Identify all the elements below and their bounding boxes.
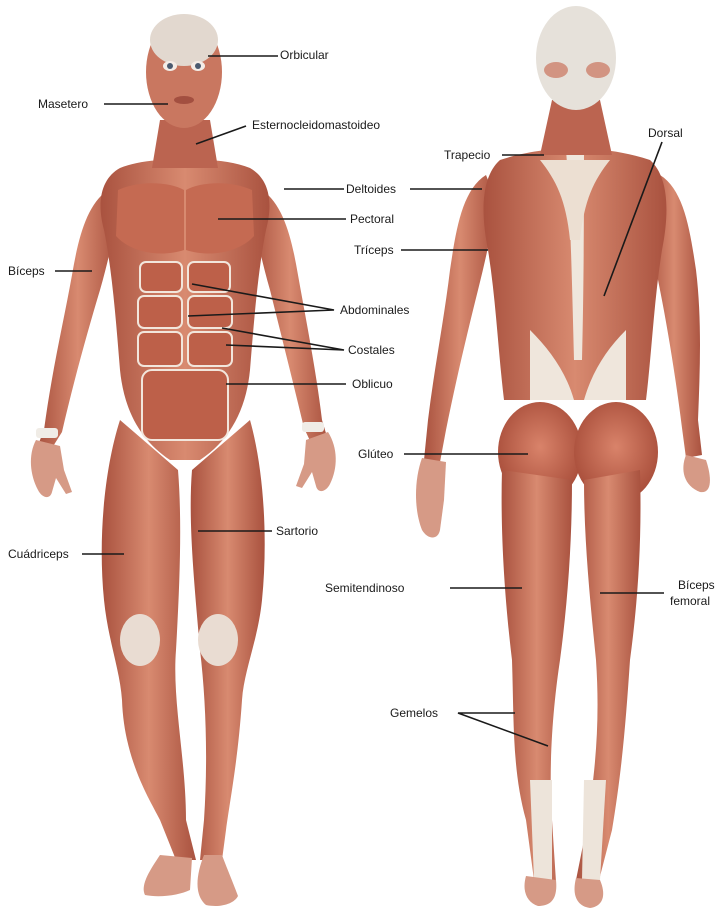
- label-dorsal: Dorsal: [648, 126, 683, 140]
- front-right-foot: [198, 855, 239, 906]
- back-head-muscle-left: [544, 62, 568, 78]
- front-mouth: [174, 96, 194, 104]
- back-left-foot: [525, 876, 557, 906]
- label-pectoral: Pectoral: [350, 212, 394, 226]
- label-costales: Costales: [348, 343, 395, 357]
- front-skull-cap: [150, 14, 218, 66]
- label-deltoides: Deltoides: [346, 182, 396, 196]
- label-biceps-femoral-line2: femoral: [670, 594, 710, 608]
- back-head: [536, 6, 616, 110]
- label-semitendinoso: Semitendinoso: [325, 581, 404, 595]
- front-right-hand: [296, 432, 336, 491]
- back-right-hand: [683, 455, 710, 492]
- back-right-foot: [575, 878, 604, 908]
- front-left-knee: [120, 614, 160, 666]
- back-head-muscle-right: [586, 62, 610, 78]
- label-gluteo: Glúteo: [358, 447, 393, 461]
- label-sartorio: Sartorio: [276, 524, 318, 538]
- label-orbicular: Orbicular: [280, 48, 329, 62]
- back-figure: [416, 6, 710, 908]
- label-oblicuo: Oblicuo: [352, 377, 393, 391]
- front-right-wrist: [302, 422, 324, 432]
- label-esternocleidomastoideo: Esternocleidomastoideo: [252, 118, 380, 132]
- front-left-foot: [144, 855, 192, 896]
- label-abdominales: Abdominales: [340, 303, 409, 317]
- front-right-knee: [198, 614, 238, 666]
- front-left-wrist: [36, 428, 58, 438]
- label-trapecio: Trapecio: [444, 148, 490, 162]
- back-left-hand: [416, 458, 446, 538]
- label-masetero: Masetero: [38, 97, 88, 111]
- front-figure: [31, 14, 336, 906]
- front-left-hand: [31, 440, 72, 497]
- label-biceps: Bíceps: [8, 264, 45, 278]
- label-gemelos: Gemelos: [390, 706, 438, 720]
- label-biceps-femoral-line1: Bíceps: [678, 578, 715, 592]
- label-cuadriceps: Cuádriceps: [8, 547, 69, 561]
- label-triceps: Tríceps: [354, 243, 394, 257]
